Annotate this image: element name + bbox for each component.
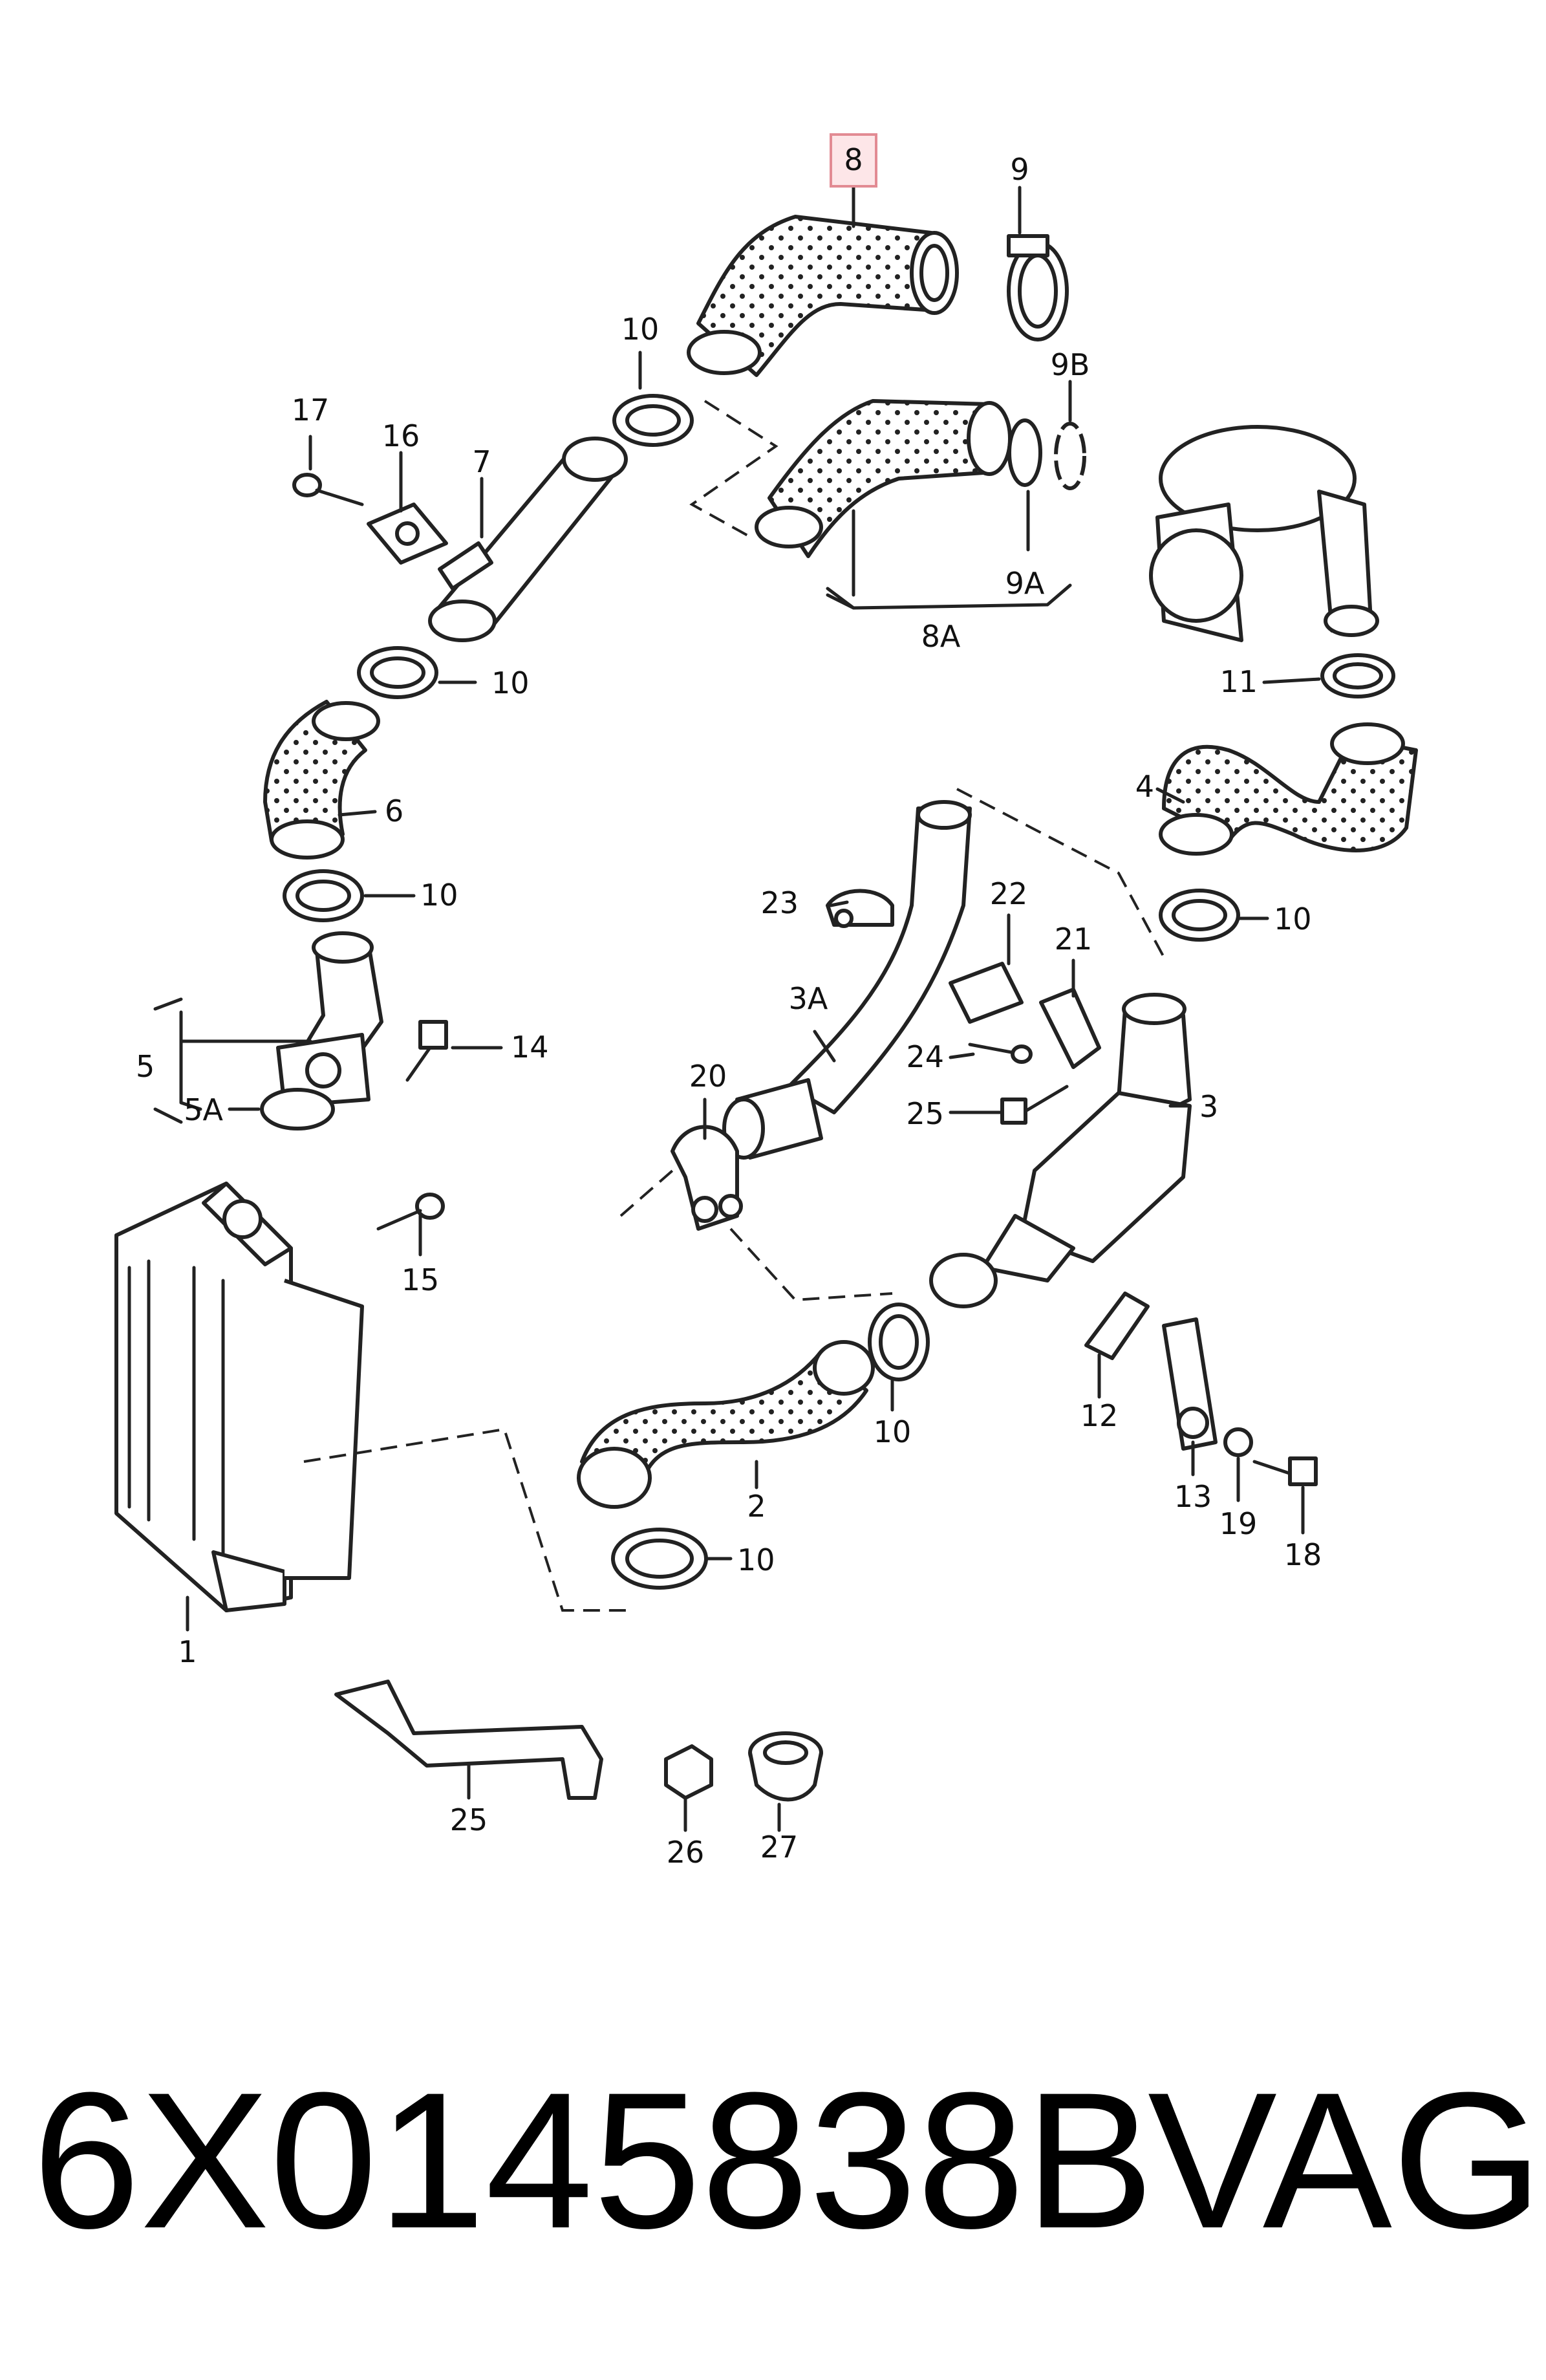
washer-part-19[interactable] xyxy=(1223,1427,1253,1457)
label-9a[interactable]: 9A xyxy=(1005,566,1045,601)
grommet-part-27[interactable] xyxy=(748,1731,823,1802)
leader-lines xyxy=(153,186,1321,1832)
screw-part-25-upper[interactable] xyxy=(1000,1085,1069,1125)
label-5[interactable]: 5 xyxy=(136,1049,155,1084)
bracket-part-22[interactable] xyxy=(949,962,1024,1024)
label-1[interactable]: 1 xyxy=(178,1634,197,1669)
label-10-center[interactable]: 10 xyxy=(874,1414,912,1449)
hose-part-8a[interactable] xyxy=(755,399,1012,558)
bracket-part-13[interactable] xyxy=(1162,1317,1218,1451)
bracket-part-12[interactable] xyxy=(1084,1292,1150,1360)
label-5a[interactable]: 5A xyxy=(184,1092,223,1127)
clamp-part-10-mid[interactable] xyxy=(357,646,438,699)
label-24[interactable]: 24 xyxy=(906,1039,944,1074)
label-26[interactable]: 26 xyxy=(667,1835,705,1870)
dashed-line-left xyxy=(303,1427,634,1612)
label-25-upper[interactable]: 25 xyxy=(906,1096,944,1131)
clamp-part-10-center[interactable] xyxy=(868,1303,930,1381)
label-3a[interactable]: 3A xyxy=(789,981,828,1016)
label-14[interactable]: 14 xyxy=(511,1030,549,1065)
intercooler-part-1[interactable] xyxy=(114,1182,364,1612)
brand-name: VAG xyxy=(1148,2051,1543,2269)
clamp-part-10-upper[interactable] xyxy=(612,394,694,447)
label-15[interactable]: 15 xyxy=(402,1262,440,1297)
screw-part-17[interactable] xyxy=(292,473,364,506)
seal-part-9b[interactable] xyxy=(1054,422,1086,490)
clamp-part-10-right[interactable] xyxy=(1159,889,1240,942)
label-18[interactable]: 18 xyxy=(1284,1537,1322,1572)
label-3[interactable]: 3 xyxy=(1199,1089,1218,1124)
label-20[interactable]: 20 xyxy=(689,1059,727,1094)
label-6[interactable]: 6 xyxy=(385,794,403,828)
label-2[interactable]: 2 xyxy=(747,1489,766,1524)
clamp-part-10-bottom[interactable] xyxy=(611,1528,708,1590)
label-10-upper[interactable]: 10 xyxy=(621,312,660,347)
bolt-part-18[interactable] xyxy=(1252,1456,1318,1486)
label-12[interactable]: 12 xyxy=(1080,1398,1119,1433)
label-16[interactable]: 16 xyxy=(382,418,420,453)
label-4[interactable]: 4 xyxy=(1135,769,1154,804)
hose-part-4[interactable] xyxy=(1159,722,1418,856)
hose-part-2[interactable] xyxy=(577,1340,875,1509)
clamp-part-11[interactable] xyxy=(1320,653,1395,698)
pipe-part-3[interactable] xyxy=(929,993,1192,1308)
label-22[interactable]: 22 xyxy=(990,876,1028,911)
parts-diagram: 8 9 9B 10 17 16 7 9A 8A 10 11 4 6 10 23 … xyxy=(114,133,1418,1870)
bracket-part-20[interactable] xyxy=(671,1125,743,1231)
label-10-left[interactable]: 10 xyxy=(420,878,458,913)
highlight-box-part-8 xyxy=(830,133,877,188)
bracket-part-23[interactable] xyxy=(826,889,894,928)
label-13[interactable]: 13 xyxy=(1174,1479,1212,1514)
flange-part-16[interactable] xyxy=(367,503,448,565)
dashed-line-upper xyxy=(689,400,778,538)
seal-part-9a[interactable] xyxy=(1007,418,1042,487)
hose-part-8[interactable] xyxy=(687,215,959,377)
hose-part-6[interactable] xyxy=(263,700,380,860)
nut-part-26[interactable] xyxy=(664,1744,713,1800)
hose-part-3a[interactable] xyxy=(722,800,972,1160)
clamp-part-10-left[interactable] xyxy=(283,869,364,922)
label-11[interactable]: 11 xyxy=(1219,664,1258,699)
label-8[interactable]: 8 xyxy=(844,142,863,177)
label-7[interactable]: 7 xyxy=(472,444,491,479)
label-8a[interactable]: 8A xyxy=(921,619,961,654)
label-10-right[interactable]: 10 xyxy=(1274,902,1312,936)
turbocharger[interactable] xyxy=(1149,425,1379,642)
screw-part-15[interactable] xyxy=(376,1193,445,1231)
label-9b[interactable]: 9B xyxy=(1051,347,1090,382)
label-10-bottom[interactable]: 10 xyxy=(737,1542,775,1577)
gasket-part-5a[interactable] xyxy=(260,1088,335,1130)
label-10-mid[interactable]: 10 xyxy=(491,665,530,700)
screw-part-24[interactable] xyxy=(968,1043,1033,1064)
label-21[interactable]: 21 xyxy=(1055,922,1093,957)
pipe-part-7[interactable] xyxy=(428,437,628,642)
bracket-part-25-lower[interactable] xyxy=(334,1680,603,1800)
dashed-line-lower xyxy=(619,1169,893,1302)
label-9[interactable]: 9 xyxy=(1010,152,1029,187)
label-23[interactable]: 23 xyxy=(760,885,799,920)
clamp-part-9[interactable] xyxy=(1007,234,1069,341)
label-17[interactable]: 17 xyxy=(292,393,330,427)
bracket-part-21[interactable] xyxy=(1039,988,1101,1069)
label-19[interactable]: 19 xyxy=(1219,1506,1258,1541)
label-27[interactable]: 27 xyxy=(760,1830,799,1865)
part-number: 6X0145838B xyxy=(32,2051,1154,2269)
label-25-lower[interactable]: 25 xyxy=(450,1802,488,1837)
screw-part-14[interactable] xyxy=(405,1020,448,1082)
elbow-part-5[interactable] xyxy=(276,931,383,1108)
dashed-line-center xyxy=(956,788,1165,958)
